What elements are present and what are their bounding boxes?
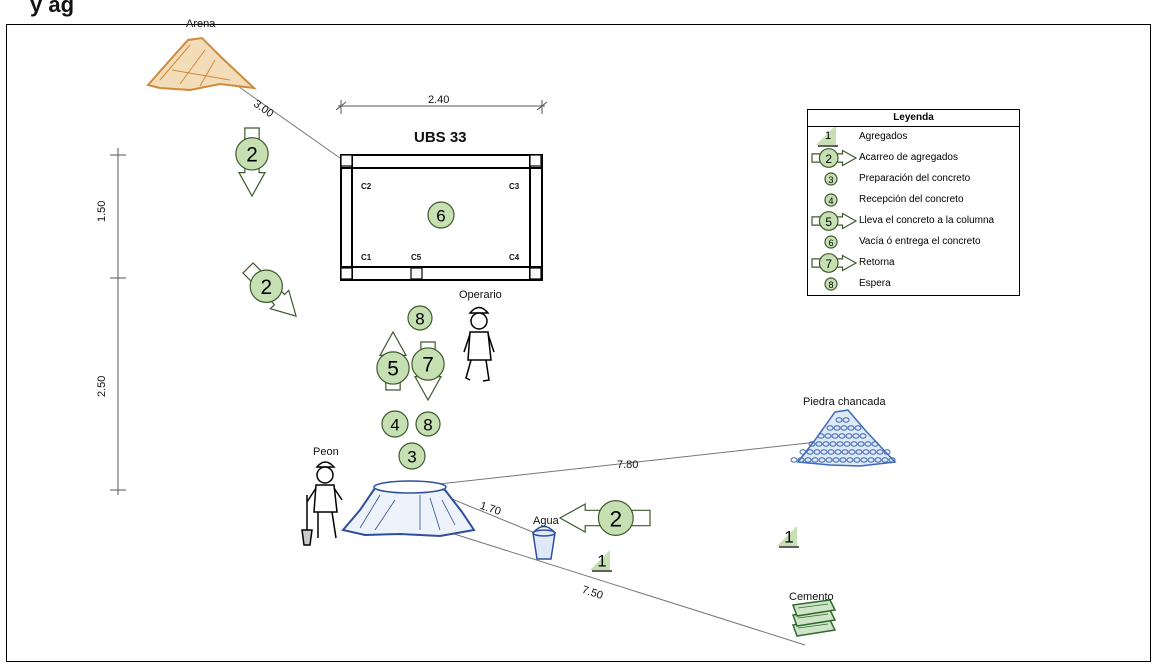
svg-text:2: 2 <box>246 143 258 166</box>
arena-pile-icon <box>146 36 257 92</box>
espera-symbol-bottom: 8 <box>415 411 441 437</box>
legend-title: Leyenda <box>808 110 1019 127</box>
legend-item: 6 Vacía ó entrega el concreto <box>808 232 1019 253</box>
legend-item: 1 Agregados <box>808 127 1019 148</box>
legend-arrow: 7 <box>811 253 858 273</box>
lleva-concreto-arrow: 5 <box>376 330 410 391</box>
legend-circle: 6 <box>824 235 838 249</box>
column-label-c5: C5 <box>411 253 422 262</box>
peon-label: Peon <box>313 446 339 458</box>
bucket-icon <box>532 525 556 560</box>
svg-text:6: 6 <box>436 207 445 226</box>
legend-arrow: 2 <box>811 148 858 168</box>
legend-item-label: Agregados <box>859 131 908 142</box>
svg-text:8: 8 <box>415 310 424 329</box>
espera-symbol-top: 8 <box>407 305 433 331</box>
svg-text:2: 2 <box>610 507 622 532</box>
dimension-width <box>335 100 548 114</box>
acarreo-arrow-arena-2: 2 <box>242 262 297 317</box>
peon-icon <box>301 461 343 546</box>
operario-label: Operario <box>459 289 502 301</box>
legend-item-label: Preparación del concreto <box>859 173 971 184</box>
distance-line-cemento <box>409 519 806 646</box>
acarreo-arrow-piedra: 2 <box>558 500 651 536</box>
legend-symbol-icon: 2 <box>811 148 858 168</box>
plan-columns <box>340 154 542 280</box>
svg-text:3: 3 <box>828 175 833 185</box>
distance-line-piedra <box>429 439 836 486</box>
legend-symbol-icon: 4 <box>824 193 838 207</box>
legend-item-label: Acarreo de agregados <box>859 152 958 163</box>
legend-item-label: Espera <box>859 278 891 289</box>
legend-item-label: Vacía ó entrega el concreto <box>859 236 981 247</box>
svg-text:8: 8 <box>828 280 833 290</box>
plan-title: UBS 33 <box>414 129 467 146</box>
svg-text:7: 7 <box>422 354 434 377</box>
legend-symbol-icon: 3 <box>824 172 838 186</box>
legend-item-label: Lleva el concreto a la columna <box>859 215 995 226</box>
legend-item-label: Retorna <box>859 257 895 268</box>
legend-symbol-icon: 5 <box>811 211 858 231</box>
dimension-bottom-label: 2.50 <box>96 375 108 397</box>
svg-text:4: 4 <box>390 416 399 435</box>
svg-text:3: 3 <box>407 448 416 467</box>
dimension-vertical <box>110 148 126 495</box>
recepcion-symbol: 4 <box>381 410 409 438</box>
legend-item: 8 Espera <box>808 274 1019 295</box>
svg-text:2: 2 <box>260 276 272 299</box>
mezcla-pile-icon <box>341 480 476 538</box>
distance-piedra-label: 7.80 <box>617 459 639 471</box>
legend-item: 4 Recepción del concreto <box>808 190 1019 211</box>
legend-circle: 4 <box>824 193 838 207</box>
arena-label: Arena <box>186 18 216 30</box>
legend-item: 3 Preparación del concreto <box>808 169 1019 190</box>
piedra-pile-icon <box>790 409 897 467</box>
preparacion-symbol: 3 <box>398 442 426 470</box>
agregados-symbol-1: 1 <box>590 550 612 572</box>
svg-text:6: 6 <box>828 238 833 248</box>
dimension-top-label: 1.50 <box>96 200 108 222</box>
agregados-symbol-2: 1 <box>777 526 799 548</box>
column-label-c3: C3 <box>509 182 520 191</box>
legend-symbol-icon: 6 <box>824 235 838 249</box>
svg-text:5: 5 <box>387 357 399 380</box>
legend-item: 2 Acarreo de agregados <box>808 148 1019 169</box>
piedra-label: Piedra chancada <box>803 396 886 408</box>
operario-icon <box>463 306 495 382</box>
svg-text:7: 7 <box>825 257 832 271</box>
legend-circle: 8 <box>824 277 838 291</box>
legend-item: 5 Lleva el concreto a la columna <box>808 211 1019 232</box>
svg-text:4: 4 <box>828 196 833 206</box>
svg-text:1: 1 <box>825 130 831 142</box>
legend: Leyenda 1 Agregados 2 Acarreo de agregados 3… <box>807 109 1020 296</box>
cemento-label: Cemento <box>789 591 834 603</box>
acarreo-arrow-arena-1: 2 <box>235 127 269 198</box>
legend-symbol-icon: 1 <box>816 127 838 147</box>
svg-text:8: 8 <box>423 416 432 435</box>
agua-label: Agua <box>533 515 559 527</box>
legend-item-label: Recepción del concreto <box>859 194 964 205</box>
legend-symbol-icon: 8 <box>824 277 838 291</box>
ubs-plan <box>340 154 543 281</box>
svg-text:1: 1 <box>597 552 606 571</box>
legend-item: 7 Retorna <box>808 253 1019 274</box>
legend-circle: 3 <box>824 172 838 186</box>
legend-arrow: 5 <box>811 211 858 231</box>
column-label-c4: C4 <box>509 253 520 262</box>
svg-text:5: 5 <box>825 215 832 229</box>
plan-width-label: 2.40 <box>428 94 450 106</box>
legend-triangle: 1 <box>816 127 838 147</box>
retorna-arrow: 7 <box>411 341 445 402</box>
svg-text:1: 1 <box>784 528 793 547</box>
cement-bags-icon <box>791 599 837 637</box>
svg-text:2: 2 <box>825 152 832 166</box>
vaciado-symbol: 6 <box>427 201 455 229</box>
legend-symbol-icon: 7 <box>811 253 858 273</box>
column-label-c1: C1 <box>361 253 372 262</box>
page-title-fragment: y ag <box>30 0 75 17</box>
column-label-c2: C2 <box>361 182 372 191</box>
